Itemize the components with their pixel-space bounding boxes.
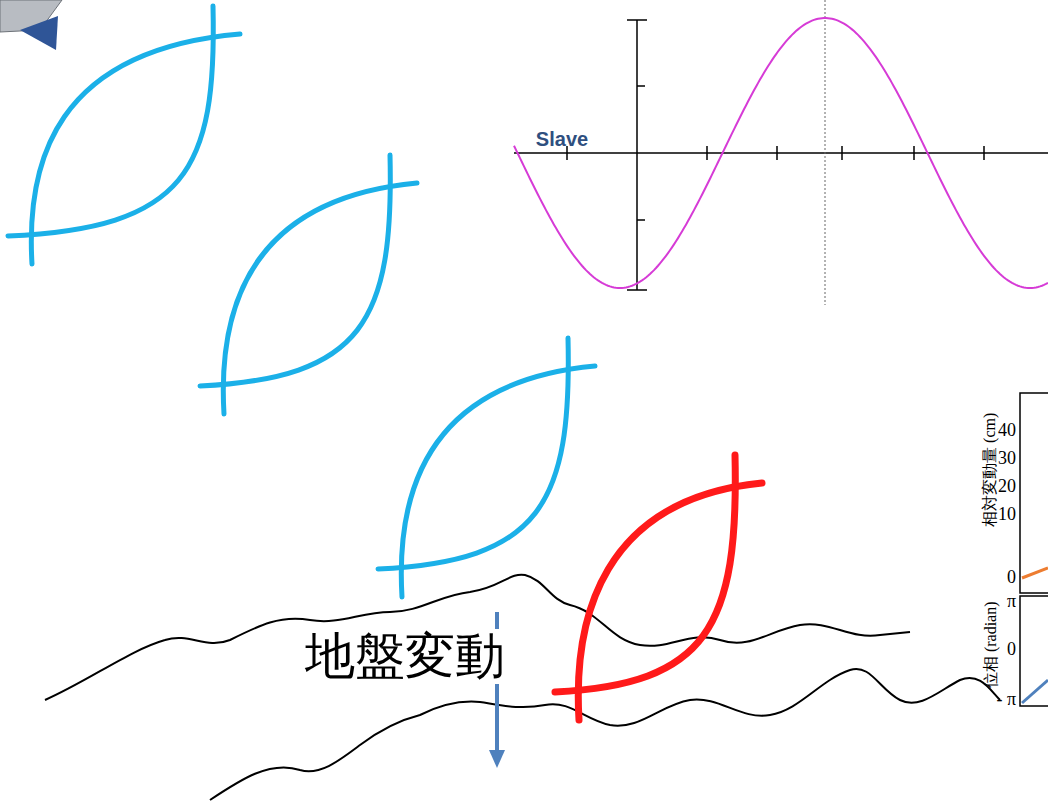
axis-cap [627,19,647,21]
x-axis [514,152,1048,154]
ground-surface [45,575,910,700]
tick-label: 0 [1007,568,1016,588]
arrow-head [489,750,505,768]
x-tick [983,146,985,160]
wavefront [378,338,568,569]
tick-label: - π [996,690,1016,710]
sine-wave [514,18,1048,288]
chart-panel [1020,596,1048,706]
tick-label: 10 [998,505,1016,525]
x-tick [913,146,915,160]
data-line [1022,680,1048,703]
wavefront [555,455,735,692]
axis-title: 相対変動量 (cm) [981,413,999,527]
wavefront [8,6,213,236]
y-axis [636,20,638,290]
series-label: Slave [536,128,588,150]
tick-label: 40 [998,421,1016,441]
x-ticks [567,146,984,160]
y-tick [637,85,645,87]
reference-line [825,0,826,305]
tick-label: 0 [1007,640,1016,660]
axis-cap [627,289,647,291]
tick-label: 30 [998,449,1016,469]
wavefronts [8,6,762,720]
chart-panel [1020,393,1048,593]
x-tick [841,146,843,160]
satellite-body [20,16,58,50]
data-line [1022,568,1048,578]
wavefront [200,155,390,386]
axis-title: 位相 (radian) [981,602,999,689]
tick-label: 20 [998,477,1016,497]
x-tick [706,146,708,160]
x-tick [776,146,778,160]
tick-label: π [1007,592,1016,612]
deformation-label: 地盤変動 [303,629,507,684]
y-tick [637,219,645,221]
